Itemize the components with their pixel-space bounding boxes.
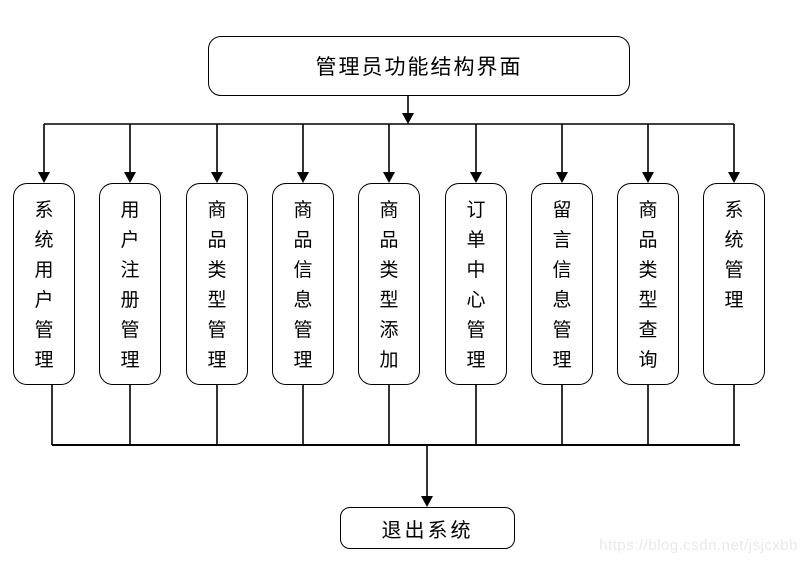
node-branch-label: 留言信息管理 bbox=[552, 200, 572, 371]
node-branch-label: 商品类型添加 bbox=[379, 200, 399, 371]
exit-arrow bbox=[421, 445, 433, 507]
node-branch-product-type-query: 商品类型查询 bbox=[617, 183, 679, 385]
branch-arrows bbox=[38, 124, 740, 183]
node-branch-system-management: 系统管理 bbox=[703, 183, 765, 385]
node-root-label: 管理员功能结构界面 bbox=[315, 56, 523, 79]
node-branch-product-type-management: 商品类型管理 bbox=[186, 183, 248, 385]
node-branch-label: 系统管理 bbox=[724, 200, 744, 311]
node-exit-system: 退出系统 bbox=[340, 507, 515, 549]
node-root: 管理员功能结构界面 bbox=[208, 36, 630, 96]
root-drop-connector bbox=[402, 96, 414, 124]
node-branch-product-type-add: 商品类型添加 bbox=[358, 183, 420, 385]
node-branch-label: 系统用户管理 bbox=[34, 200, 54, 371]
node-branch-label: 商品类型查询 bbox=[638, 200, 658, 371]
node-exit-label: 退出系统 bbox=[381, 519, 474, 542]
watermark-text: https://blog.csdn.net/jsjcxbb bbox=[599, 537, 798, 554]
node-branch-user-registration-management: 用户注册管理 bbox=[99, 183, 161, 385]
node-branch-label: 用户注册管理 bbox=[120, 200, 140, 371]
node-branch-label: 订单中心管理 bbox=[466, 200, 486, 371]
node-branch-order-center-management: 订单中心管理 bbox=[445, 183, 507, 385]
node-branch-label: 商品信息管理 bbox=[293, 200, 313, 371]
node-branch-product-info-management: 商品信息管理 bbox=[272, 183, 334, 385]
node-branch-system-user-management: 系统用户管理 bbox=[13, 183, 75, 385]
node-branch-label: 商品类型管理 bbox=[207, 200, 227, 371]
node-branch-message-info-management: 留言信息管理 bbox=[531, 183, 593, 385]
branch-drop-lines bbox=[51, 385, 735, 445]
